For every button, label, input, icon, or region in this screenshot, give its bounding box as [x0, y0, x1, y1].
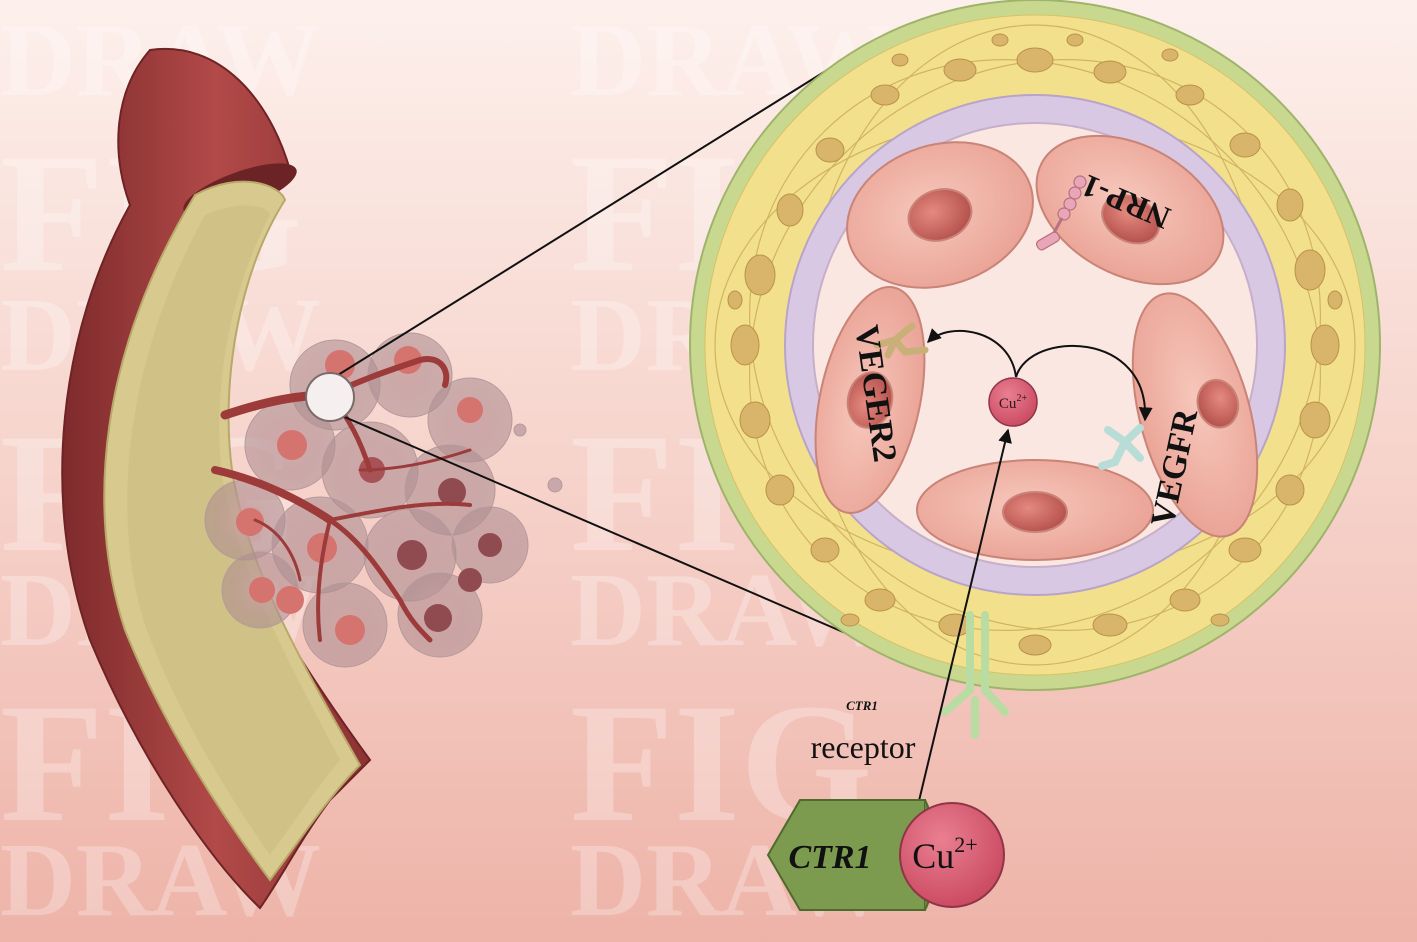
ctr1-receptor-icon: [941, 611, 1009, 739]
nrp1-receptor-icon: [1035, 175, 1087, 251]
receptor-label: receptor: [811, 729, 916, 765]
arrow-ctr1-to-cu: [917, 428, 1012, 806]
endothelial-cell: [916, 459, 1154, 561]
svg-text:Cu2+: Cu2+: [912, 832, 977, 876]
veger2-receptor-icon: [873, 322, 929, 359]
vegfr-receptor-icon: [1098, 424, 1144, 470]
cu-center-label: Cu: [999, 396, 1017, 412]
arrow-cu-to-veger2: [927, 328, 1017, 378]
svg-text:Cu2+: Cu2+: [999, 393, 1028, 412]
ctr1-big-label: CTR1: [788, 839, 871, 876]
ctr1-block: [766, 799, 926, 911]
arrow-cu-to-vegfr: [1015, 344, 1153, 422]
ctr1-cu-complex: CTR1 Cu2+: [766, 799, 1005, 911]
endothelial-cell: [1035, 134, 1225, 286]
smooth-muscle-nuclei: [727, 33, 1343, 656]
cu-big-charge: 2+: [954, 832, 977, 857]
zoom-indicator: [305, 61, 851, 636]
ctr1-small-label: CTR1: [846, 698, 878, 713]
zoom-origin-circle: [305, 372, 355, 422]
cu-ion-big: [899, 802, 1005, 908]
cu-big-label: Cu: [912, 836, 954, 876]
cu-center-charge: 2+: [1016, 393, 1027, 404]
endothelial-cells: [814, 134, 1259, 561]
endothelial-cell: [846, 141, 1034, 289]
endothelial-cell: [1131, 292, 1259, 538]
cu-ion-center: [988, 377, 1038, 427]
vessel-cross-section: Cu2+ NRP-1 VEGER2 VEGFR: [689, 0, 1381, 691]
